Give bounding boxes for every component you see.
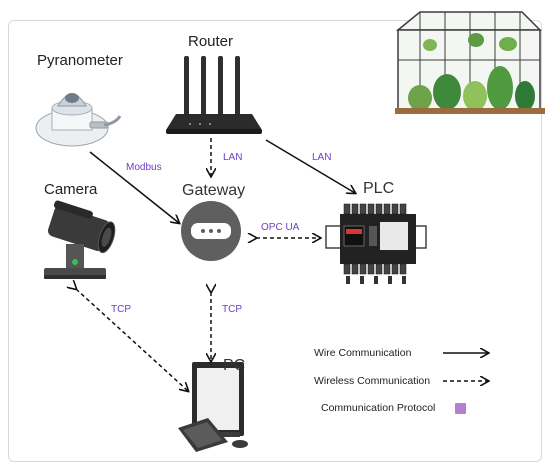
legend-wireless-label: Wireless Communication — [314, 375, 431, 387]
legend-wire-label: Wire Communication — [314, 347, 412, 359]
legend-protocol-label: Communication Protocol — [321, 402, 436, 414]
router-device — [166, 56, 262, 134]
protocol-gateway-pc: TCP — [222, 304, 242, 315]
gateway-device — [181, 201, 241, 261]
protocol-router-plc: LAN — [312, 152, 332, 163]
link-pyranometer-gateway — [89, 151, 179, 223]
protocol-opc-ua: OPC UA — [261, 222, 300, 233]
pyranometer-label: Pyranometer — [37, 52, 123, 69]
link-camera-pc — [76, 289, 188, 391]
router-label: Router — [188, 33, 234, 50]
plc-label: PLC — [363, 180, 395, 197]
camera-device — [44, 200, 116, 279]
legend-protocol-swatch — [455, 403, 466, 414]
greenhouse-illustration — [395, 11, 545, 114]
plc-device — [325, 203, 427, 284]
protocol-router-gateway: LAN — [223, 152, 243, 163]
protocol-camera-pc: TCP — [111, 304, 131, 315]
pc-label: PC — [223, 357, 246, 374]
link-router-plc — [265, 139, 355, 193]
camera-label: Camera — [44, 181, 98, 198]
gateway-label: Gateway — [182, 182, 246, 199]
pc-device — [178, 362, 248, 452]
protocol-modbus: Modbus — [126, 162, 162, 173]
pyranometer-device — [35, 93, 122, 147]
